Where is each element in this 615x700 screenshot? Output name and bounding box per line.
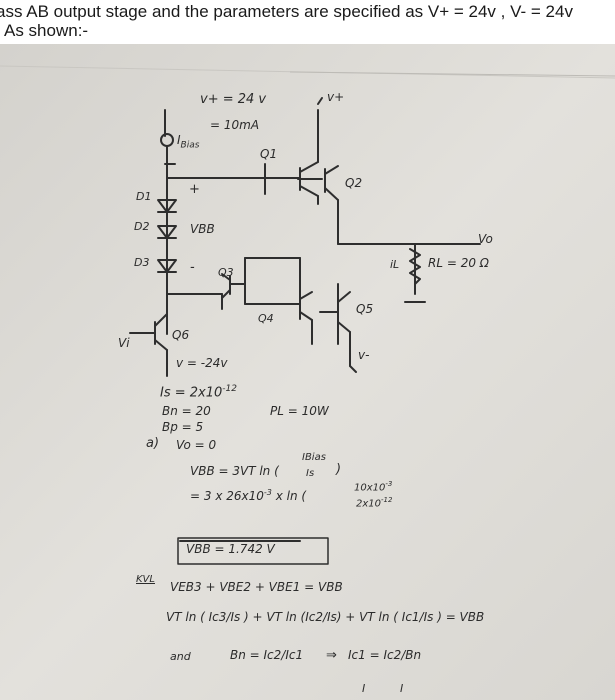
solution-vbb-frac-den-text: 2x10 (356, 498, 382, 510)
solution-vbb-frac-den: 2x10-12 (356, 496, 392, 509)
param-is-exp: -12 (222, 384, 237, 394)
label-q5: Q5 (356, 302, 374, 316)
label-il: iL (390, 258, 400, 271)
param-bp: Bp = 5 (162, 420, 204, 434)
question-text: ass AB output stage and the parameters a… (0, 2, 573, 21)
solution-bn-eq: Bn = Ic2/Ic1 (230, 648, 304, 662)
param-is-text: Is = 2x10 (160, 385, 223, 401)
label-plus: + (189, 182, 200, 197)
label-ibias: IBias (177, 133, 199, 150)
label-vi: Vi (118, 336, 130, 350)
solution-implies: ⇒ (326, 648, 337, 663)
label-q2: Q2 (345, 176, 363, 190)
solution-vbb-frac-num-text: 10x10 (354, 482, 386, 494)
solution-vbb-num-ln: x ln ( (275, 489, 307, 503)
label-rl: RL = 20 Ω (428, 256, 489, 270)
label-vbb: VBB (190, 222, 215, 236)
solution-vbb-num-exp: -3 (263, 488, 272, 497)
solution-kvl-eq: VEB3 + VBE2 + VBE1 = VBB (170, 580, 343, 594)
solution-vo-zero: Vo = 0 (176, 438, 217, 452)
solution-bottom-2: I (400, 682, 404, 695)
label-d2: D2 (134, 220, 150, 233)
label-ibias-symbol: I (177, 133, 181, 147)
param-pl: PL = 10W (270, 404, 329, 418)
handwritten-photo: v+ = 24 v IBias = 10mA Q1 Q2 Q3 Q4 Q5 Q6… (0, 44, 615, 700)
label-minus: - (190, 260, 195, 275)
label-vminus: v- (358, 348, 370, 362)
solution-vbb-frac-num-exp: -3 (385, 480, 393, 488)
label-vminus-supply: v = -24v (176, 356, 228, 370)
solution-ibias-frac-num: IBias (302, 452, 326, 463)
label-ibias-value: = 10mA (210, 118, 260, 132)
solution-vbb-num: = 3 x 26x10-3 x ln ( (190, 488, 306, 503)
label-vo: Vo (478, 232, 493, 246)
solution-vbb-num-text: = 3 x 26x10 (190, 489, 264, 503)
solution-bottom-1: I (362, 682, 366, 695)
solution-vbb-result: VBB = 1.742 V (186, 542, 275, 556)
label-d1: D1 (136, 190, 152, 203)
solution-ibias-frac-den: Is (306, 468, 315, 479)
solution-vbb-eq: VBB = 3VT ln ( (190, 464, 279, 478)
label-d3: D3 (134, 256, 150, 269)
solution-vbb-eq-close: ) (336, 462, 342, 477)
solution-ic1-eq: Ic1 = Ic2/Bn (348, 648, 422, 662)
solution-part-a: a) (146, 436, 160, 451)
label-q3: Q3 (218, 266, 234, 279)
solution-vbb-frac-num: 10x10-3 (354, 480, 392, 493)
param-is: Is = 2x10-12 (160, 384, 237, 400)
solution-kvl-label: KVL (136, 574, 155, 585)
solution-kvl-ln-rest: Ic3/Is ) + VT ln (Ic2/Is) + VT ln ( Ic1/… (208, 610, 485, 624)
label-vplus-supply: v+ = 24 v (200, 92, 267, 107)
label-ibias-sub: Bias (180, 140, 200, 151)
label-q4: Q4 (258, 312, 274, 325)
label-q1: Q1 (260, 147, 278, 161)
label-q6: Q6 (172, 328, 190, 342)
question-subtext: As shown:- (4, 21, 89, 40)
solution-kvl-ln-start: VT ln ( (166, 610, 205, 624)
solution-kvl-ln: VT ln ( Ic3/Is ) + VT ln (Ic2/Is) + VT l… (166, 610, 484, 624)
param-bn: Bn = 20 (162, 404, 211, 418)
label-vplus: v+ (327, 90, 345, 104)
circuit-drawing (0, 44, 615, 700)
solution-and: and (170, 650, 191, 663)
solution-vbb-frac-den-exp: -12 (381, 496, 393, 504)
question-header: ass AB output stage and the parameters a… (0, 0, 615, 44)
